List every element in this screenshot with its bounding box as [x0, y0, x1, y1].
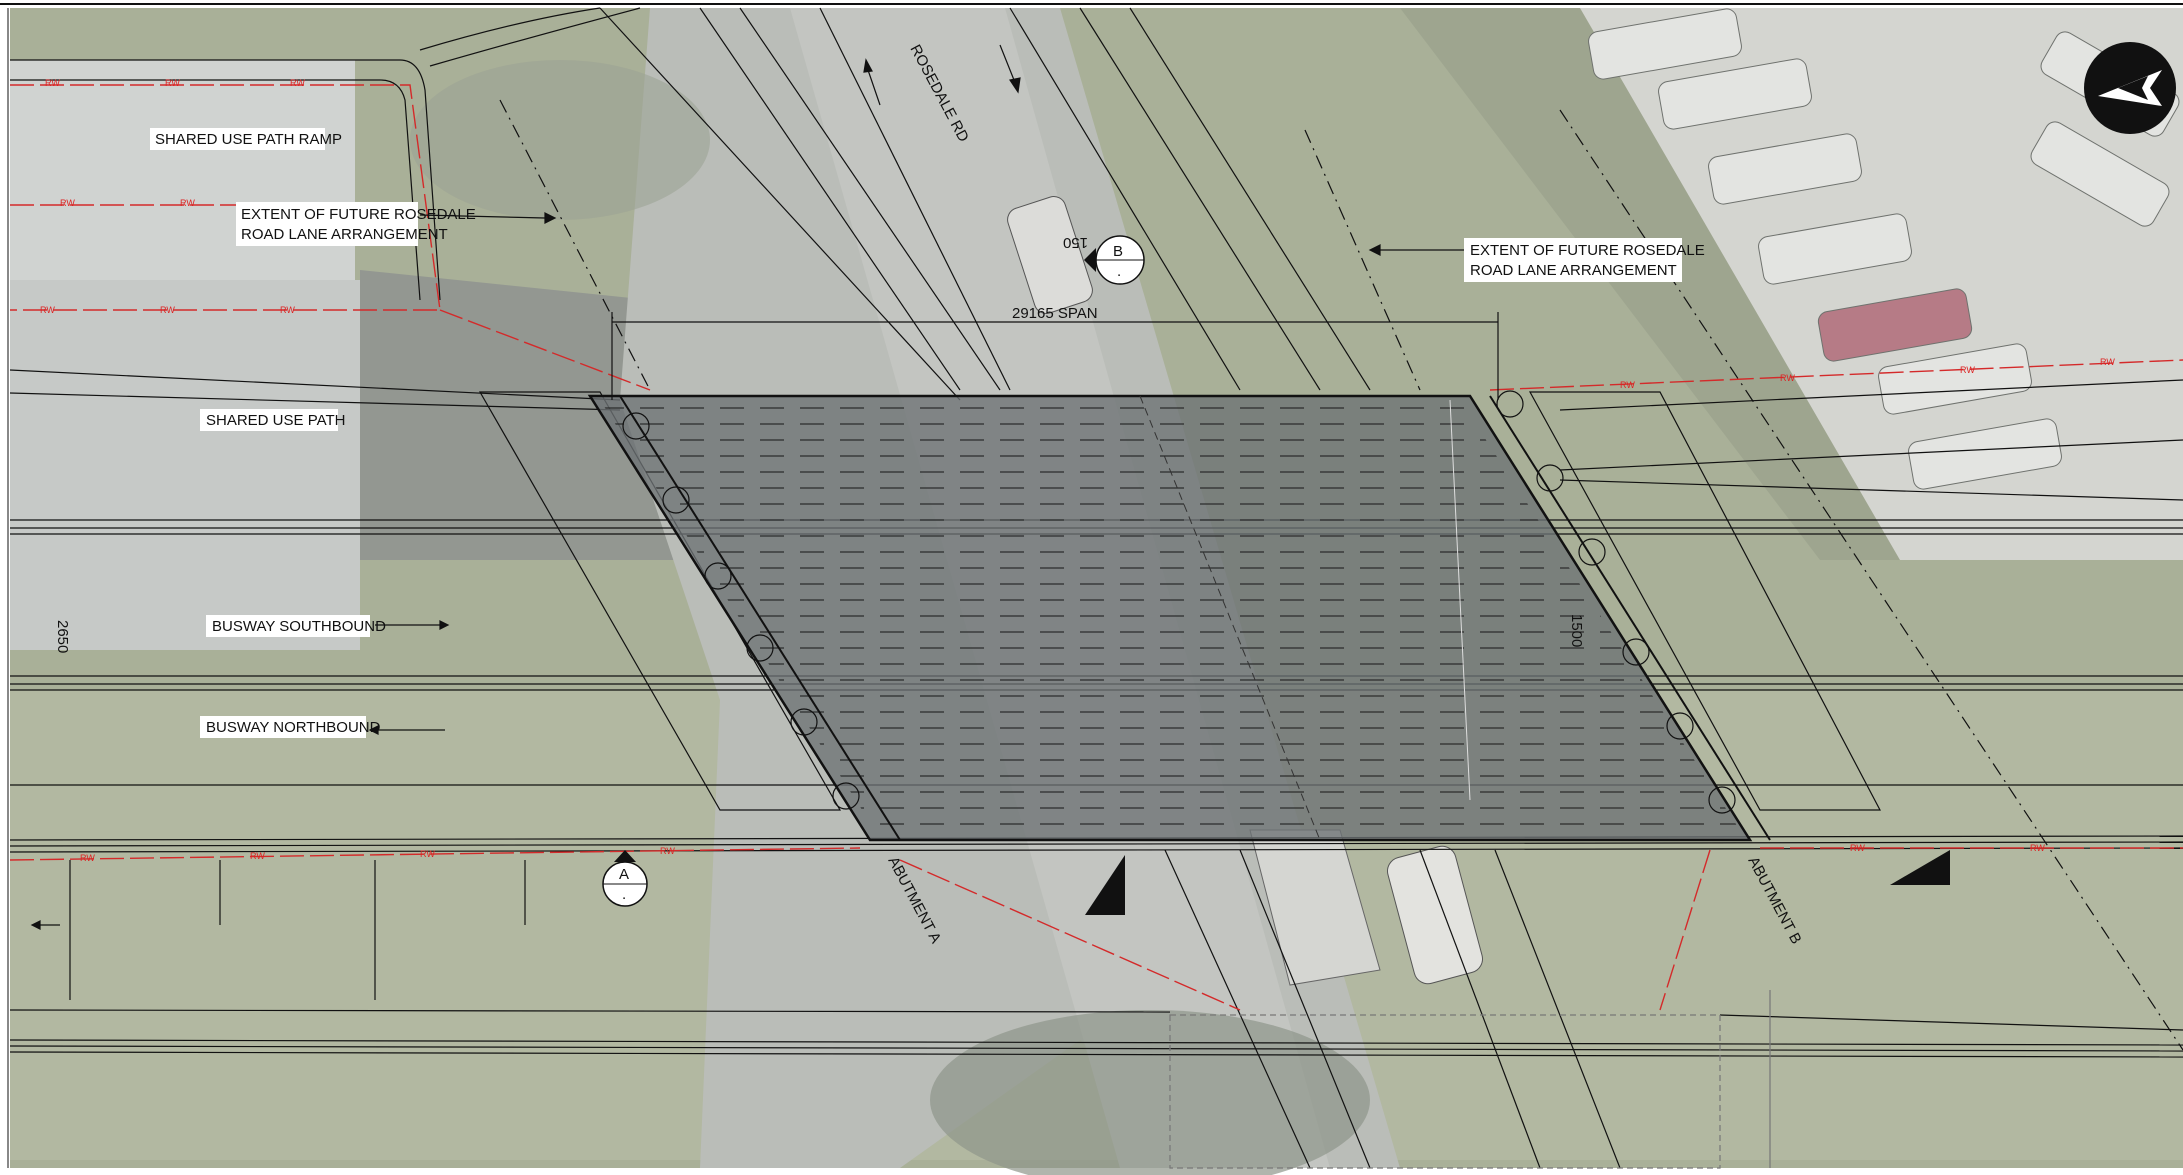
svg-text:RW: RW	[1850, 843, 1865, 853]
label-extent-left-1: EXTENT OF FUTURE ROSEDALE	[241, 206, 476, 223]
svg-text:RW: RW	[45, 78, 60, 88]
svg-text:A: A	[619, 866, 629, 883]
svg-text:RW: RW	[1620, 380, 1635, 390]
svg-text:RW: RW	[2030, 843, 2045, 853]
svg-text:RW: RW	[160, 305, 175, 315]
svg-text:.: .	[1117, 263, 1121, 280]
svg-text:RW: RW	[180, 198, 195, 208]
label-shared-use-path: SHARED USE PATH	[206, 412, 345, 429]
svg-text:.: .	[622, 886, 626, 903]
label-extent-right-1: EXTENT OF FUTURE ROSEDALE	[1470, 242, 1705, 259]
span-dimension	[611, 312, 1499, 400]
svg-text:RW: RW	[1960, 365, 1975, 375]
property-boundary-lines	[9, 84, 2183, 1011]
bridge-deck	[587, 390, 1771, 842]
span-dimension-text: 29165 SPAN	[1012, 305, 1098, 322]
label-extent-right-2: ROAD LANE ARRANGEMENT	[1470, 262, 1677, 279]
label-extent-left-2: ROAD LANE ARRANGEMENT	[241, 226, 448, 243]
north-arrow-icon	[2084, 42, 2176, 134]
svg-text:B: B	[1113, 243, 1123, 260]
section-marker-b: B .	[1084, 235, 1145, 285]
svg-text:RW: RW	[250, 851, 265, 861]
leader-lines	[30, 44, 1470, 930]
svg-text:RW: RW	[1780, 373, 1795, 383]
section-marker-a: A .	[602, 850, 648, 907]
boundary-markers: RW RW RW RW RW RW RW RW RW RW RW RW RW R…	[40, 78, 2115, 863]
label-dim-1500: 1500	[1568, 614, 1585, 647]
section-cut-arrow-right	[1890, 850, 1950, 885]
svg-text:RW: RW	[280, 305, 295, 315]
svg-text:RW: RW	[40, 305, 55, 315]
label-dim-2650: 2650	[54, 620, 71, 653]
svg-text:RW: RW	[60, 198, 75, 208]
label-shared-use-path-ramp: SHARED USE PATH RAMP	[155, 131, 342, 148]
svg-text:RW: RW	[420, 849, 435, 859]
svg-text:RW: RW	[80, 853, 95, 863]
svg-text:RW: RW	[290, 78, 305, 88]
svg-text:RW: RW	[2100, 357, 2115, 367]
label-busway-northbound: BUSWAY NORTHBOUND	[206, 719, 381, 736]
label-boxes	[150, 128, 1682, 738]
svg-text:RW: RW	[660, 846, 675, 856]
section-cut-arrow-left	[1085, 855, 1125, 915]
label-busway-southbound: BUSWAY SOUTHBOUND	[212, 618, 386, 635]
svg-text:RW: RW	[165, 78, 180, 88]
label-dim-150: 150	[1063, 234, 1088, 251]
